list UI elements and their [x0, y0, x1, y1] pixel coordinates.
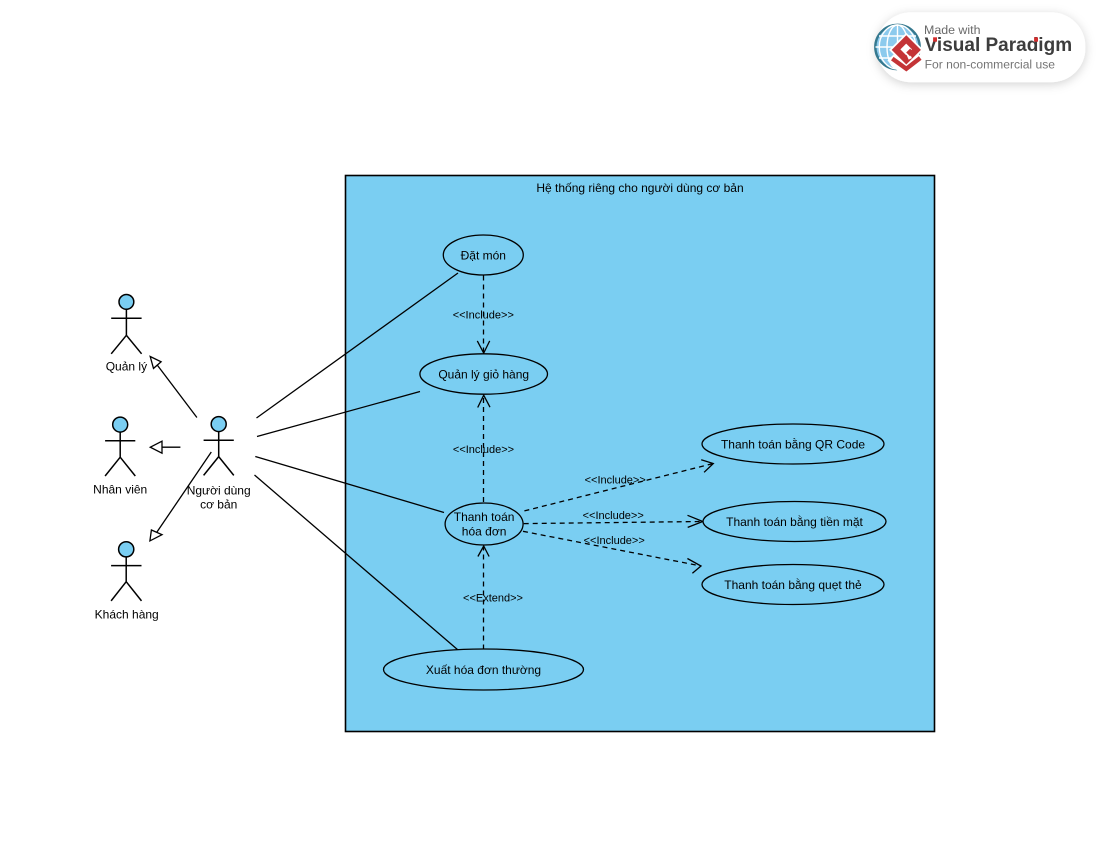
svg-text:Hệ thống riêng cho người dùng: Hệ thống riêng cho người dùng cơ bản — [536, 181, 743, 195]
svg-text:Visual Paradigm: Visual Paradigm — [925, 35, 1073, 56]
svg-text:Quản lý: Quản lý — [106, 360, 147, 374]
svg-text:For non-commercial use: For non-commercial use — [925, 58, 1056, 72]
svg-text:<<Include>>: <<Include>> — [453, 444, 514, 456]
svg-text:Xuất hóa đơn thường: Xuất hóa đơn thường — [426, 663, 541, 677]
svg-text:Nhân viên: Nhân viên — [93, 483, 147, 497]
svg-text:Quản lý giỏ hàng: Quản lý giỏ hàng — [438, 367, 529, 381]
svg-text:Thanh toán bằng tiền mặt: Thanh toán bằng tiền mặt — [726, 514, 863, 529]
svg-text:Đặt món: Đặt món — [461, 248, 506, 262]
svg-text:Người dùng: Người dùng — [187, 483, 251, 497]
svg-text:<<Include>>: <<Include>> — [453, 309, 514, 321]
svg-text:<<Include>>: <<Include>> — [585, 474, 646, 486]
svg-text:Khách hàng: Khách hàng — [95, 607, 159, 621]
svg-text:<<Include>>: <<Include>> — [584, 535, 645, 547]
svg-text:<<Extend>>: <<Extend>> — [463, 592, 523, 604]
svg-text:<<Include>>: <<Include>> — [583, 510, 644, 522]
svg-text:cơ bản: cơ bản — [200, 498, 237, 512]
svg-text:Thanh toán bằng QR Code: Thanh toán bằng QR Code — [721, 436, 865, 451]
svg-text:Thanh toán: Thanh toán — [454, 510, 515, 524]
svg-text:Thanh toán bằng quẹt thẻ: Thanh toán bằng quẹt thẻ — [724, 577, 862, 592]
svg-text:hóa đơn: hóa đơn — [462, 525, 507, 539]
svg-text:Made with: Made with — [924, 23, 981, 37]
